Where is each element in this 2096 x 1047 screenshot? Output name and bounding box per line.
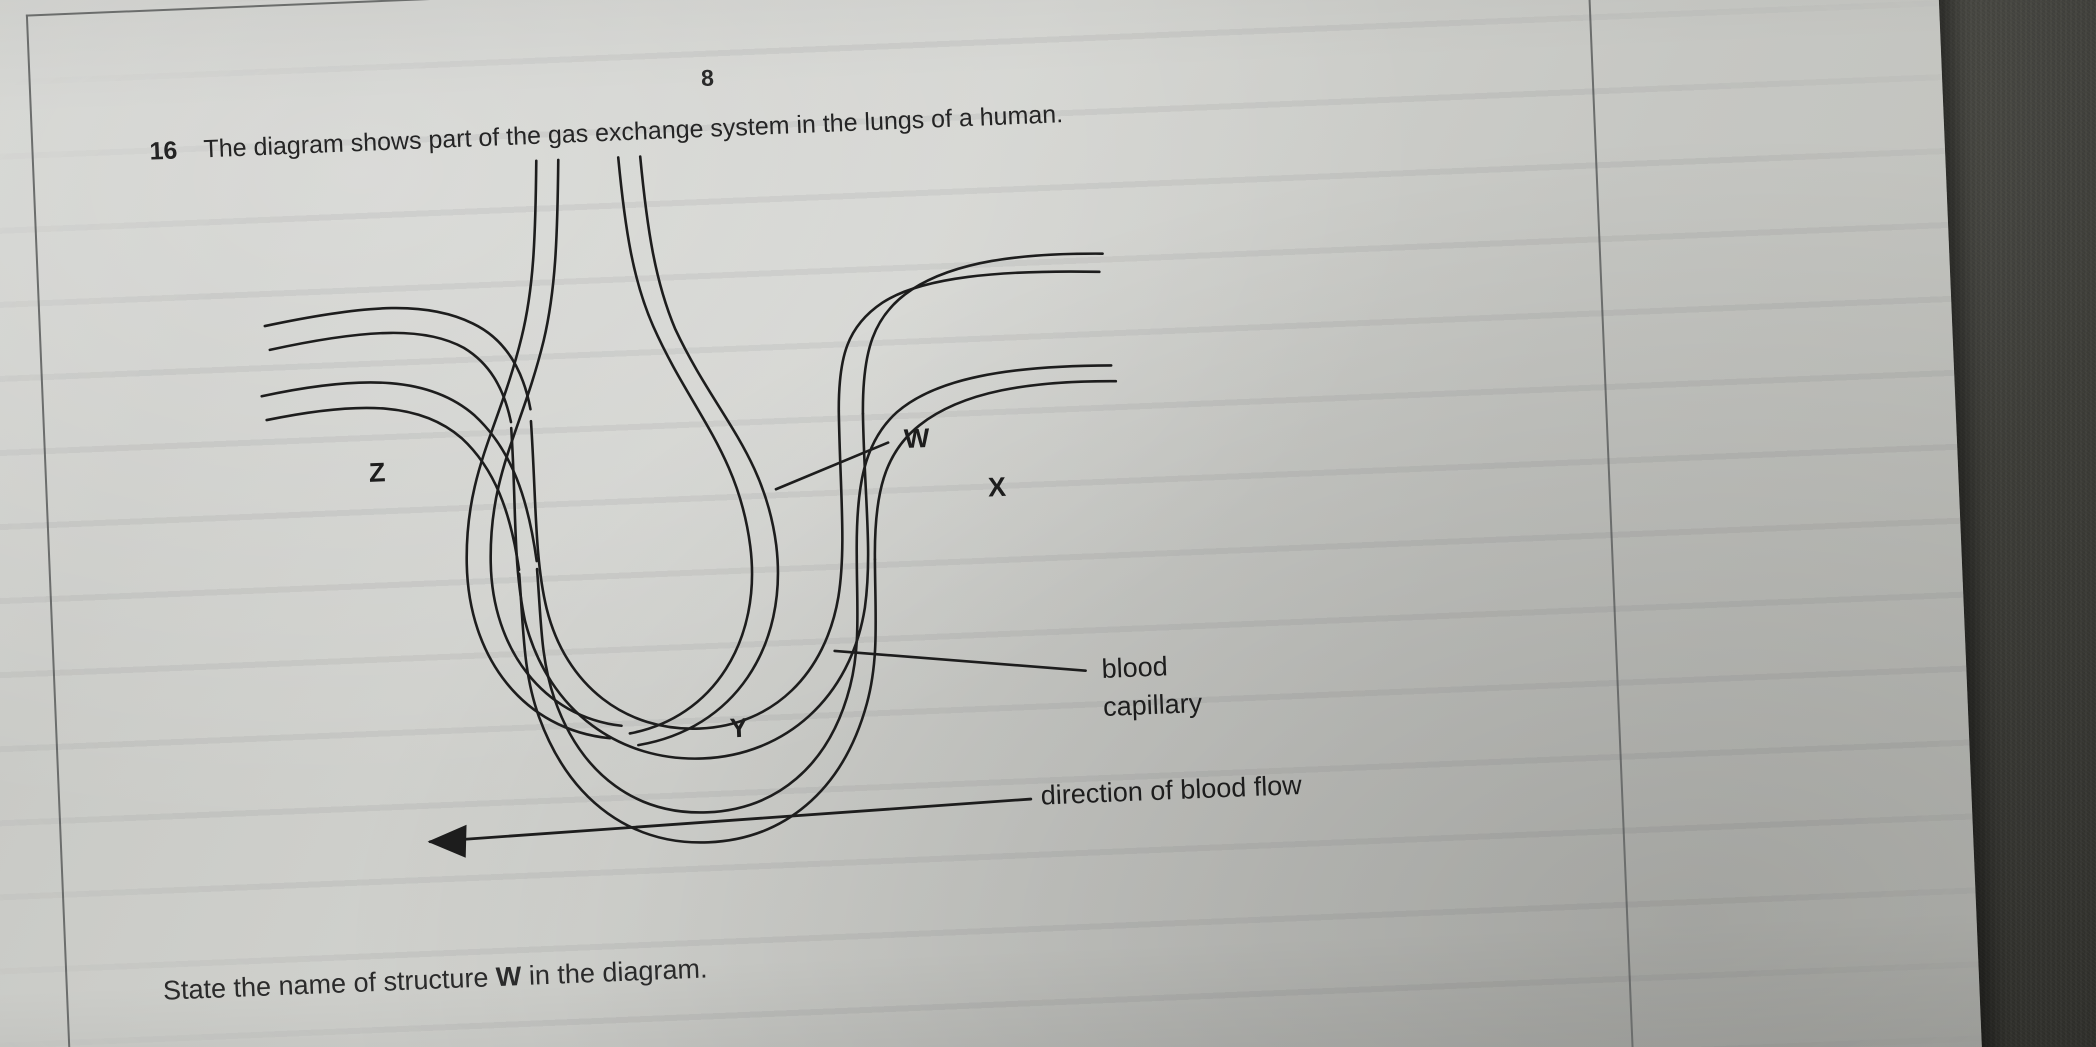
capillary-upper-right-outer bbox=[861, 252, 1104, 415]
follow-up-suffix: in the diagram. bbox=[520, 953, 708, 992]
label-y: Y bbox=[729, 712, 749, 744]
alveolus-wall-left-inner bbox=[489, 158, 623, 728]
capillary-upper-left-outer bbox=[263, 306, 532, 411]
label-blood-capillary-line1: blood bbox=[1100, 651, 1169, 685]
capillary-upper-left-inner bbox=[268, 331, 513, 424]
exam-paper-sheet: 8 16 The diagram shows part of the gas e… bbox=[0, 0, 1983, 1047]
alveolus-wall-left-outer bbox=[465, 159, 612, 740]
alveolus-wall-right-inner bbox=[616, 156, 754, 735]
label-w: W bbox=[903, 422, 931, 454]
leader-line-blood-capillary bbox=[833, 649, 1087, 672]
alveolus-capillary-diagram: W X Y Z blood capillary direction of blo… bbox=[215, 128, 1565, 941]
capillary-upper-right-inner bbox=[837, 270, 1101, 412]
follow-up-structure-letter: W bbox=[495, 961, 522, 993]
blood-flow-arrow-shaft bbox=[428, 797, 1033, 844]
capillary-u-outer-2 bbox=[517, 557, 878, 844]
alveolus-wall-right-outer bbox=[637, 155, 780, 747]
capillary-u-outer-1 bbox=[535, 554, 859, 814]
capillary-lower-right-outer bbox=[873, 379, 1118, 561]
label-z: Z bbox=[368, 457, 387, 488]
label-blood-capillary-line2: capillary bbox=[1102, 687, 1203, 722]
capillary-lower-right-inner bbox=[855, 364, 1113, 558]
diagram-linework bbox=[260, 155, 1118, 858]
page-number: 8 bbox=[700, 64, 715, 91]
capillary-lower-left-outer bbox=[265, 406, 521, 572]
label-x: X bbox=[987, 471, 1007, 503]
blood-flow-arrow-head bbox=[427, 824, 467, 858]
capillary-lower-left-inner bbox=[260, 381, 538, 563]
capillary-u-inner-1 bbox=[529, 409, 844, 730]
capillary-u-inner-2 bbox=[509, 412, 870, 760]
question-number: 16 bbox=[149, 136, 178, 166]
leader-line-w bbox=[774, 441, 890, 491]
